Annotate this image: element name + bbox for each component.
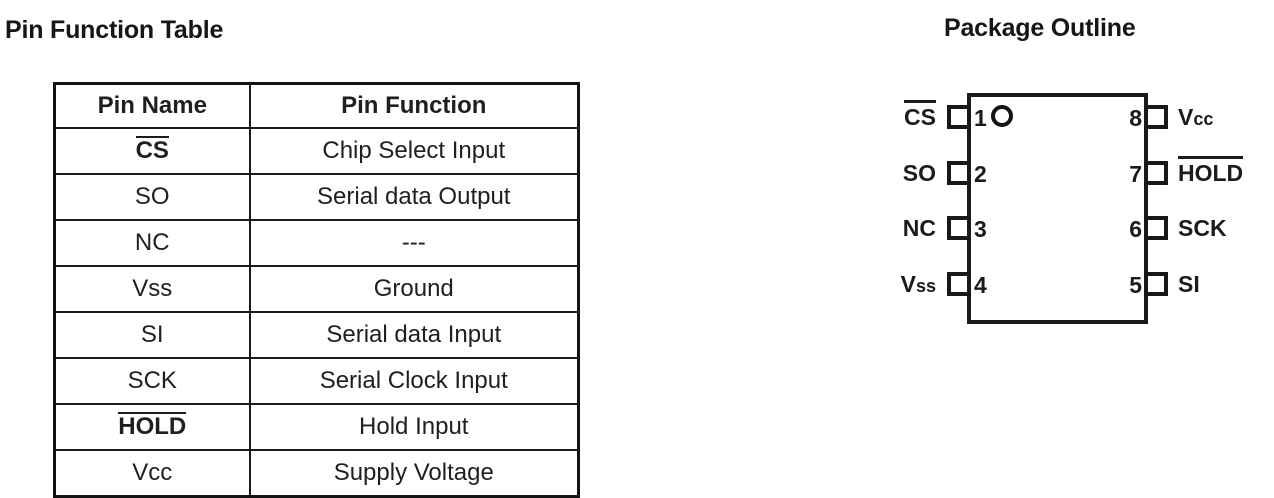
overbar-icon [1178, 155, 1244, 159]
overbar-icon [118, 412, 187, 414]
package-pin-number-8: 8 [1129, 105, 1142, 131]
cell-pin-function: Chip Select Input [248, 127, 580, 175]
pin-function-text: Chip Select Input [322, 137, 506, 164]
cell-pin-function: Hold Input [248, 403, 580, 451]
pin-name-text: Vss [132, 275, 173, 302]
package-pin-right-5: SI [1144, 269, 1274, 299]
pin-name-text: Vcc [132, 459, 173, 486]
cell-pin-name: Vss [53, 265, 251, 313]
pin-pad-icon [947, 272, 971, 296]
pin-pad-icon [947, 105, 971, 129]
package-pin-label-cs: CS [904, 99, 936, 131]
column-header-pin-function: Pin Function [248, 82, 580, 129]
page-title-package-outline: Package Outline [944, 14, 1136, 42]
pin-function-text: Serial data Output [317, 183, 511, 210]
package-pin-number-4: 4 [974, 272, 987, 298]
table-row: Vcc Supply Voltage [53, 449, 580, 498]
pin-function-text: Hold Input [359, 413, 469, 440]
pin-name-text: HOLD [118, 413, 187, 440]
package-pin-right-8: Vcc [1144, 102, 1274, 132]
pin-name-text: SO [134, 183, 170, 210]
package-pin-number-2: 2 [974, 161, 987, 187]
package-outline-diagram: CS 1 SO 2 NC 3 Vss 4 Vcc 8 HOLD [860, 70, 1274, 360]
package-pin-right-7: HOLD [1144, 155, 1274, 188]
table-row: Vss Ground [53, 265, 580, 313]
pin-name-text: CS [135, 137, 169, 164]
table-row: NC --- [53, 219, 580, 267]
table-row: HOLD Hold Input [53, 403, 580, 451]
package-pin-left-4: Vss [860, 269, 971, 299]
cell-pin-name: SO [53, 173, 251, 221]
cell-pin-function: Serial data Output [248, 173, 580, 221]
pin-function-table: Pin Name Pin Function CS Chip Select Inpu… [53, 82, 580, 498]
pin-pad-icon [947, 216, 971, 240]
cell-pin-function: Serial Clock Input [248, 357, 580, 405]
page-title-pin-function-table: Pin Function Table [5, 16, 224, 44]
pin-pad-icon [1144, 216, 1168, 240]
cell-pin-function: Ground [248, 265, 580, 313]
pin-pad-icon [947, 161, 971, 185]
cell-pin-name: SI [53, 311, 251, 359]
table-row: CS Chip Select Input [53, 127, 580, 175]
package-pin-left-3: NC [860, 213, 971, 243]
pin-pad-icon [1144, 272, 1168, 296]
table-row: SO Serial data Output [53, 173, 580, 221]
column-header-pin-name: Pin Name [53, 82, 251, 129]
pin-function-text: Serial data Input [326, 321, 502, 348]
pin-function-text: Serial Clock Input [319, 367, 508, 394]
overbar-icon [904, 99, 936, 103]
package-pin-label-vss: Vss [900, 270, 936, 297]
table-row: SCK Serial Clock Input [53, 357, 580, 405]
package-pin-right-6: SCK [1144, 213, 1274, 243]
cell-pin-function: --- [248, 219, 580, 267]
cell-pin-name: NC [53, 219, 251, 267]
pin-function-text: --- [401, 229, 426, 256]
package-pin-label-so: SO [902, 159, 936, 186]
package-pin-number-3: 3 [974, 216, 987, 242]
package-pin-label-sck: SCK [1178, 214, 1227, 241]
package-pin-number-7: 7 [1129, 161, 1142, 187]
cell-pin-name: HOLD [53, 403, 251, 451]
cell-pin-name: SCK [53, 357, 251, 405]
pin-pad-icon [1144, 105, 1168, 129]
package-pin-number-6: 6 [1129, 216, 1142, 242]
overbar-icon [135, 136, 169, 138]
cell-pin-name: Vcc [53, 449, 251, 498]
package-pin-number-5: 5 [1129, 272, 1142, 298]
pin-pad-icon [1144, 161, 1168, 185]
table-header-row: Pin Name Pin Function [53, 82, 580, 129]
package-pin-left-1: CS [860, 99, 971, 132]
pin-name-text: SI [140, 321, 164, 348]
package-pin-label-hold: HOLD [1178, 155, 1244, 187]
cell-pin-function: Supply Voltage [248, 449, 580, 498]
cell-pin-name: CS [53, 127, 251, 175]
pin-1-dot-icon [991, 105, 1013, 127]
pin-name-text: SCK [127, 367, 177, 394]
pin-name-text: NC [134, 229, 170, 256]
package-pin-label-vcc: Vcc [1178, 103, 1214, 130]
pin-function-text: Ground [373, 275, 454, 302]
pin-function-text: Supply Voltage [333, 459, 494, 486]
package-body-outline [967, 93, 1148, 324]
package-pin-left-2: SO [860, 158, 971, 188]
package-pin-label-nc: NC [902, 214, 936, 241]
package-pin-number-1: 1 [974, 105, 987, 131]
cell-pin-function: Serial data Input [248, 311, 580, 359]
package-pin-label-si: SI [1178, 270, 1200, 297]
pin-function-table-container: Pin Name Pin Function CS Chip Select Inpu… [53, 82, 580, 498]
table-row: SI Serial data Input [53, 311, 580, 359]
